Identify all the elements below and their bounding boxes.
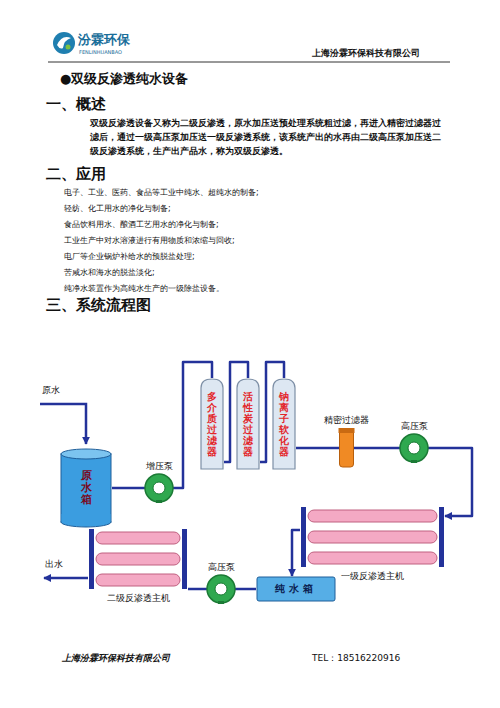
- node-label: 纯水箱: [275, 582, 317, 596]
- logo-subtext: FENLINHUANBAO: [79, 49, 122, 55]
- pump-area: [398, 432, 430, 464]
- filter-vessel: 多介质过滤器: [200, 378, 224, 470]
- inlet-pipe: [40, 404, 86, 444]
- list-item: 电厂等企业锅炉补给水的预脱盐处理;: [64, 251, 195, 262]
- vertical-label: 原水箱: [81, 470, 92, 506]
- header-rule: [48, 62, 450, 63]
- node-label: 高压泵: [401, 420, 428, 432]
- cartridge-filter-shape: [322, 426, 371, 470]
- vertical-label: 多介质过滤器: [207, 391, 217, 457]
- pump-shape: [398, 432, 430, 464]
- cartridge-filter-area: [322, 426, 371, 470]
- ro-rack-area: [88, 528, 188, 590]
- pipe-connector: [371, 447, 398, 450]
- ro-unit-shape: [300, 506, 445, 568]
- vertical-label: 活性炭过滤器: [243, 391, 253, 457]
- list-item: 纯净水装置作为高纯水生产的一级除盐设备。: [64, 283, 224, 294]
- cartridge-filter: 精密过滤器: [322, 414, 371, 470]
- pipe-connector: [188, 588, 205, 591]
- pump: 高压泵: [205, 561, 237, 605]
- pipe-connector: [296, 447, 322, 450]
- node-label: 精密过滤器: [324, 414, 369, 426]
- node-label: 二级反渗透主机: [107, 592, 170, 604]
- raw-water-tank: 原水箱: [60, 448, 112, 528]
- node-label: 一级反渗透主机: [341, 570, 404, 582]
- body-paragraph: 双级反渗透设备又称为二级反渗透，原水加压送预处理系统粗过滤，再进入精密过滤器过滤…: [90, 116, 448, 158]
- inlet-label: 原水: [42, 384, 60, 397]
- list-item: 轻纺、化工用水的净化与制备;: [64, 203, 171, 214]
- filter-vessel: 钠离子软化器: [272, 378, 296, 470]
- ro-unit: 一级反渗透主机: [300, 506, 445, 582]
- pipe-connector: [237, 588, 256, 591]
- outlet-label: 出水: [45, 558, 63, 571]
- list-item: 电子、工业、医药、食品等工业中纯水、超纯水的制备;: [64, 187, 259, 198]
- pipe-connector: [112, 487, 143, 490]
- pump-area: [205, 573, 237, 605]
- pipe-connector: [292, 530, 300, 576]
- section-heading: 一、概述: [46, 95, 106, 114]
- page-title: ●双级反渗透纯水设备: [60, 70, 188, 88]
- vertical-label: 钠离子软化器: [279, 391, 289, 457]
- company-logo: [53, 32, 75, 54]
- section-heading: 三、系统流程图: [46, 296, 151, 315]
- pipe-connector: [430, 448, 472, 516]
- pump: 高压泵: [398, 420, 430, 464]
- pump-area: [143, 472, 175, 504]
- ro-unit-shape: [88, 528, 188, 590]
- ro-unit: 二级反渗透主机: [88, 528, 188, 604]
- list-item: 苦咸水和海水的脱盐淡化;: [64, 267, 155, 278]
- footer-company: 上海汾霖环保科技有限公司: [62, 652, 170, 665]
- header-company: 上海汾霖环保科技有限公司: [312, 47, 420, 60]
- pump-shape: [143, 472, 175, 504]
- ro-rack-area: [300, 506, 445, 568]
- pure-water-tank: 纯水箱: [256, 576, 336, 602]
- filter-vessel: 活性炭过滤器: [236, 378, 260, 470]
- node-label: 高压泵: [208, 561, 235, 573]
- node-label: 增压泵: [146, 460, 173, 472]
- footer-phone: TEL：18516220916: [312, 652, 400, 665]
- section-heading: 二、应用: [46, 165, 106, 184]
- logo-text: 汾霖环保: [78, 31, 130, 49]
- outlet-pipe: [44, 577, 88, 580]
- pump: 增压泵: [143, 460, 175, 504]
- pump-shape: [205, 573, 237, 605]
- list-item: 工业生产中对水溶液进行有用物质和浓缩与回收;: [64, 235, 235, 246]
- list-item: 食品饮料用水、酿酒工艺用水的净化与制备;: [64, 219, 219, 230]
